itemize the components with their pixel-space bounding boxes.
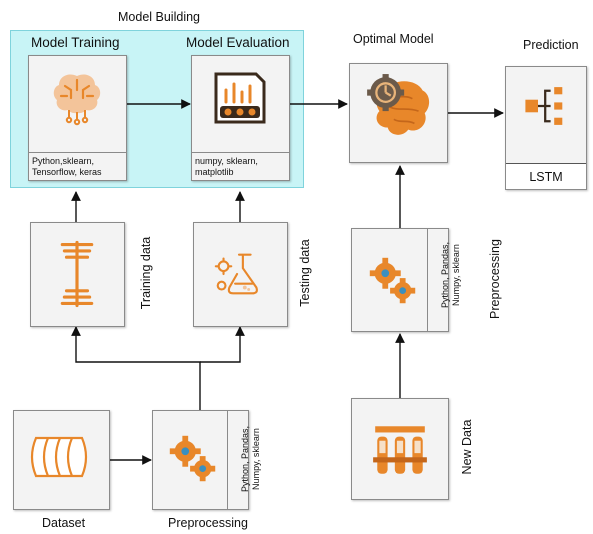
gears-icon [369,257,416,304]
prediction-method-divider [506,163,586,164]
training-data-label: Training data [139,236,153,310]
preprocessing-bottom-box [152,410,249,510]
brain-gear-icon [367,74,430,135]
model-training-tool-line-2: Tensorflow, keras [32,167,102,177]
model-evaluation-title: Model Evaluation [186,35,290,50]
arrow-preprocessing-to-testing [200,326,245,363]
preprocessing-bottom-tool-line-1: Python, Pandas, [240,425,250,493]
tree-structure-icon [525,87,563,125]
model-evaluation-tool-line-1: numpy, sklearn, [195,156,258,166]
preprocessing-right-tool-line-2: Numpy, sklearn [451,244,461,306]
brain-circuit-icon [53,74,101,126]
dataset-label: Dataset [42,516,86,530]
testing-data-label: Testing data [298,239,312,307]
model-evaluation-tools-divider [192,152,289,153]
dumbbell-icon [60,240,94,308]
preprocessing-bottom-tool-line-2: Numpy, sklearn [251,428,261,490]
prediction-method-label: LSTM [529,169,563,184]
arrow-preprocessing-split [71,326,201,410]
flask-gears-icon [214,253,258,295]
model-training-title: Model Training [31,35,120,50]
model-evaluation-tool-line-2: matplotlib [195,167,234,177]
model-training-tools-divider [29,152,126,153]
gears-icon [169,435,216,482]
prediction-method-cell: LSTM [506,164,586,189]
testing-data-box [193,222,288,327]
database-icon [30,436,88,478]
optimal-model-title: Optimal Model [353,32,434,46]
test-tubes-icon [373,426,427,474]
preprocessing-right-label: Preprocessing [488,239,502,319]
preprocessing-right-divider [427,229,428,331]
model-building-title: Model Building [118,10,200,24]
bar-chart-panel-icon [214,72,266,124]
preprocessing-bottom-divider [227,411,228,509]
model-training-tool-line-1: Python,sklearn, [32,156,95,166]
preprocessing-bottom-label: Preprocessing [168,516,248,530]
prediction-box: LSTM [505,66,587,190]
preprocessing-right-tool-line-1: Python, Pandas, [440,241,450,309]
prediction-title: Prediction [523,38,579,52]
new-data-label: New Data [460,419,474,475]
